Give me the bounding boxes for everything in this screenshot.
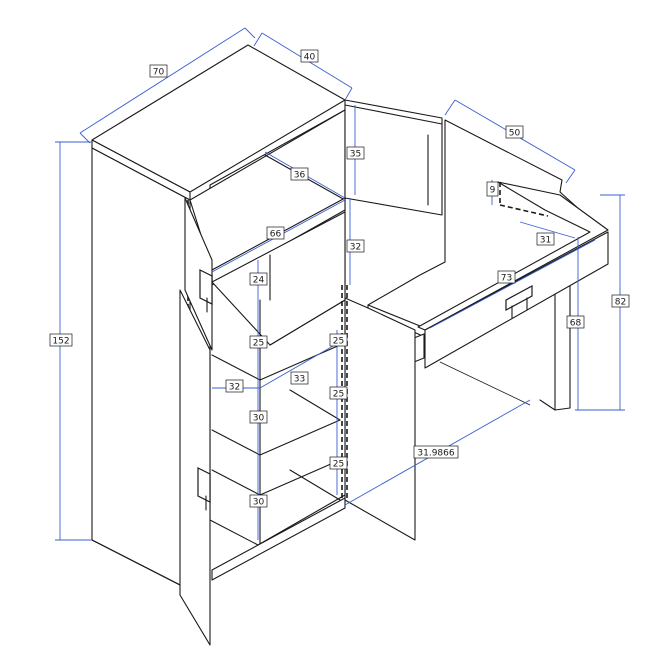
mid-shelf: [211, 211, 346, 346]
upper-left-door[interactable]: [184, 197, 213, 351]
svg-text:25: 25: [333, 337, 344, 347]
dim-label-25-right-mid: 25: [329, 386, 348, 400]
dim-label-35: 35: [346, 146, 365, 160]
svg-text:82: 82: [615, 298, 626, 308]
dim-label-31: 31: [536, 232, 555, 246]
svg-text:9: 9: [490, 186, 496, 196]
dim-label-68: 68: [566, 315, 585, 329]
svg-text:30: 30: [253, 498, 265, 508]
svg-text:36: 36: [294, 171, 306, 181]
dim-label-25-right-top: 25: [329, 333, 348, 347]
doors: [179, 99, 443, 646]
dim-label-73: 73: [497, 270, 516, 284]
dimension-labels: 70 40 152 50 35 36 32 66: [49, 49, 630, 508]
svg-text:24: 24: [253, 276, 265, 286]
dim-label-30-bottom: 30: [249, 494, 268, 508]
svg-text:25: 25: [333, 390, 344, 400]
dim-label-32-shelf: 32: [225, 379, 244, 393]
svg-text:32: 32: [350, 243, 361, 253]
dim-label-82: 82: [611, 294, 630, 308]
dim-label-50: 50: [505, 125, 524, 139]
svg-text:30: 30: [253, 414, 265, 424]
svg-text:25: 25: [333, 460, 344, 470]
cabinet: [91, 44, 348, 591]
lower-door-handle[interactable]: [197, 467, 211, 503]
dim-label-25-left: 25: [249, 335, 268, 349]
dim-label-36: 36: [290, 167, 309, 181]
svg-text:31.9866: 31.9866: [417, 449, 454, 459]
dim-label-32-door: 32: [346, 239, 365, 253]
dim-label-33: 33: [290, 371, 309, 385]
drawer: [413, 181, 609, 369]
dim-label-31-9866: 31.9866: [413, 445, 459, 459]
dim-label-25-right-bottom: 25: [329, 456, 348, 470]
svg-text:25: 25: [253, 339, 264, 349]
cabinet-left-side: [91, 147, 191, 591]
dim-label-40: 40: [300, 49, 319, 63]
svg-text:33: 33: [294, 375, 305, 385]
lower-left-door[interactable]: [179, 289, 211, 646]
upper-door-handle[interactable]: [199, 269, 213, 305]
upper-right-door[interactable]: [344, 99, 443, 216]
desk-left-panel: [344, 297, 416, 541]
dim-label-24: 24: [249, 272, 268, 286]
dim-label-30-top: 30: [249, 410, 268, 424]
svg-text:40: 40: [304, 53, 316, 63]
svg-text:50: 50: [509, 129, 521, 139]
dim-label-70: 70: [149, 64, 168, 78]
dim-label-152: 152: [49, 333, 73, 347]
dim-label-66: 66: [266, 226, 285, 240]
svg-text:70: 70: [153, 68, 165, 78]
dim-label-9: 9: [486, 181, 499, 197]
drawer-top: [417, 181, 609, 331]
svg-text:73: 73: [501, 274, 512, 284]
svg-text:152: 152: [52, 337, 69, 347]
drawer-handle[interactable]: [505, 284, 533, 312]
svg-text:68: 68: [570, 319, 582, 329]
svg-text:35: 35: [350, 150, 361, 160]
svg-text:66: 66: [270, 230, 282, 240]
svg-text:31: 31: [540, 236, 551, 246]
svg-text:32: 32: [229, 383, 240, 393]
cabinet-plinth: [211, 497, 346, 581]
